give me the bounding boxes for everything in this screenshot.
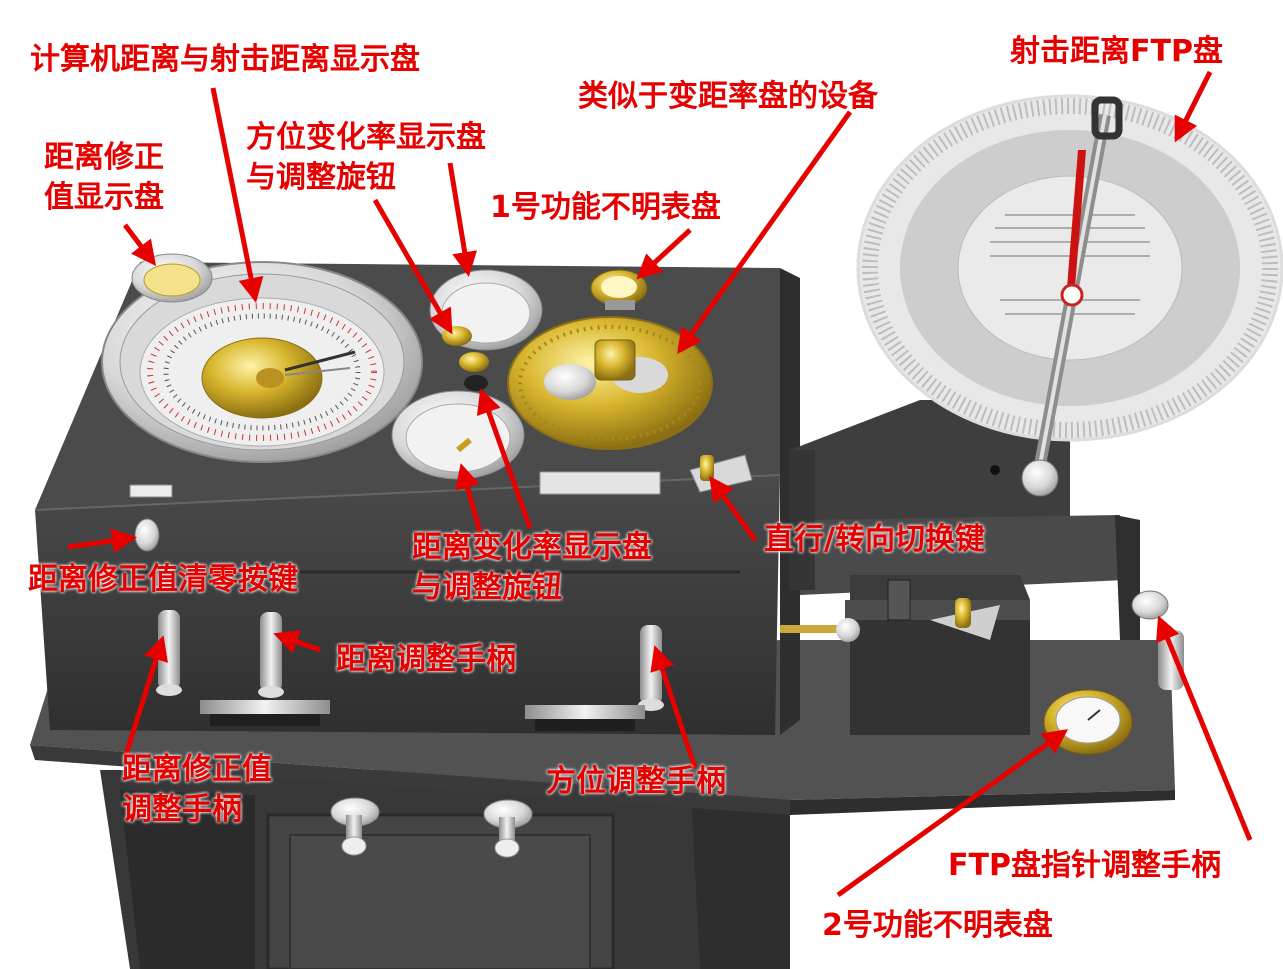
label-similar-device: 类似于变距率盘的设备 xyxy=(578,79,878,114)
ftp-pointer-arm xyxy=(1021,96,1123,497)
ftp-mount-bracket xyxy=(790,400,1140,640)
arrow-range-handle xyxy=(273,629,321,654)
drawer-knob-left xyxy=(330,797,380,856)
straight-turn-switch xyxy=(689,454,753,493)
unknown-dial-2 xyxy=(1043,689,1133,755)
arrow-bearing-rate-dial xyxy=(447,162,478,277)
arrow-correction-dial xyxy=(123,223,157,266)
label-computer-range-dial: 计算机距离与射击距离显示盘 xyxy=(30,42,420,77)
label-range-rate-dial: 距离变化率显示盘 与调整旋钮 xyxy=(412,530,652,605)
arrow-straight-turn xyxy=(709,475,758,542)
label-ftp-dial: 射击距离FTP盘 xyxy=(1010,34,1223,69)
label-straight-turn-switch: 直行/转向切换键 xyxy=(764,522,985,557)
arrow-unknown-dial-2 xyxy=(836,729,1069,898)
gearbox-unit xyxy=(780,575,1030,735)
arrow-reset-button xyxy=(67,528,137,554)
arrow-ftp-pointer-handle xyxy=(1156,615,1253,841)
arrow-bearing-handle xyxy=(650,645,698,769)
annotation-arrows xyxy=(67,70,1253,898)
correction-reset-button xyxy=(134,518,160,552)
arrow-similar-device xyxy=(677,110,853,355)
label-range-handle: 距离调整手柄 xyxy=(336,642,516,677)
rate-gear-device xyxy=(507,316,713,450)
range-rate-dial xyxy=(391,390,525,480)
label-unknown-dial-1: 1号功能不明表盘 xyxy=(490,190,721,225)
arrow-bearing-rate-knob xyxy=(372,198,453,335)
lower-cabinet xyxy=(100,770,790,969)
label-range-correction-dial: 距离修正 值显示盘 xyxy=(44,140,164,215)
spotting-placard xyxy=(129,484,173,498)
warning-placard xyxy=(539,471,661,495)
label-bearing-rate-dial: 方位变化率显示盘 与调整旋钮 xyxy=(246,120,486,195)
ftp-pointer-handle xyxy=(1131,590,1184,690)
arrow-computer-range xyxy=(210,87,264,303)
label-ftp-pointer-handle: FTP盘指针调整手柄 xyxy=(948,848,1221,883)
grab-handle-right xyxy=(525,705,645,731)
label-correction-handle: 距离修正值 调整手柄 xyxy=(122,752,272,827)
range-handle xyxy=(258,612,284,698)
arrow-range-rate-dial xyxy=(455,463,483,533)
correction-handle xyxy=(156,610,182,696)
arrow-unknown-dial-1 xyxy=(636,228,692,280)
arrow-correction-handle xyxy=(122,635,168,759)
label-correction-reset-button: 距离修正值清零按键 xyxy=(28,562,298,597)
drawer-knob-right xyxy=(483,799,533,858)
arrow-range-rate-knob xyxy=(476,388,533,529)
range-correction-dial xyxy=(131,253,213,303)
arrow-ftp-dial xyxy=(1174,70,1213,143)
label-bearing-handle: 方位调整手柄 xyxy=(546,764,726,799)
computer-range-dial xyxy=(101,261,423,463)
grab-handle-left xyxy=(200,700,330,726)
label-unknown-dial-2: 2号功能不明表盘 xyxy=(822,908,1053,943)
unknown-dial-1 xyxy=(590,269,648,310)
